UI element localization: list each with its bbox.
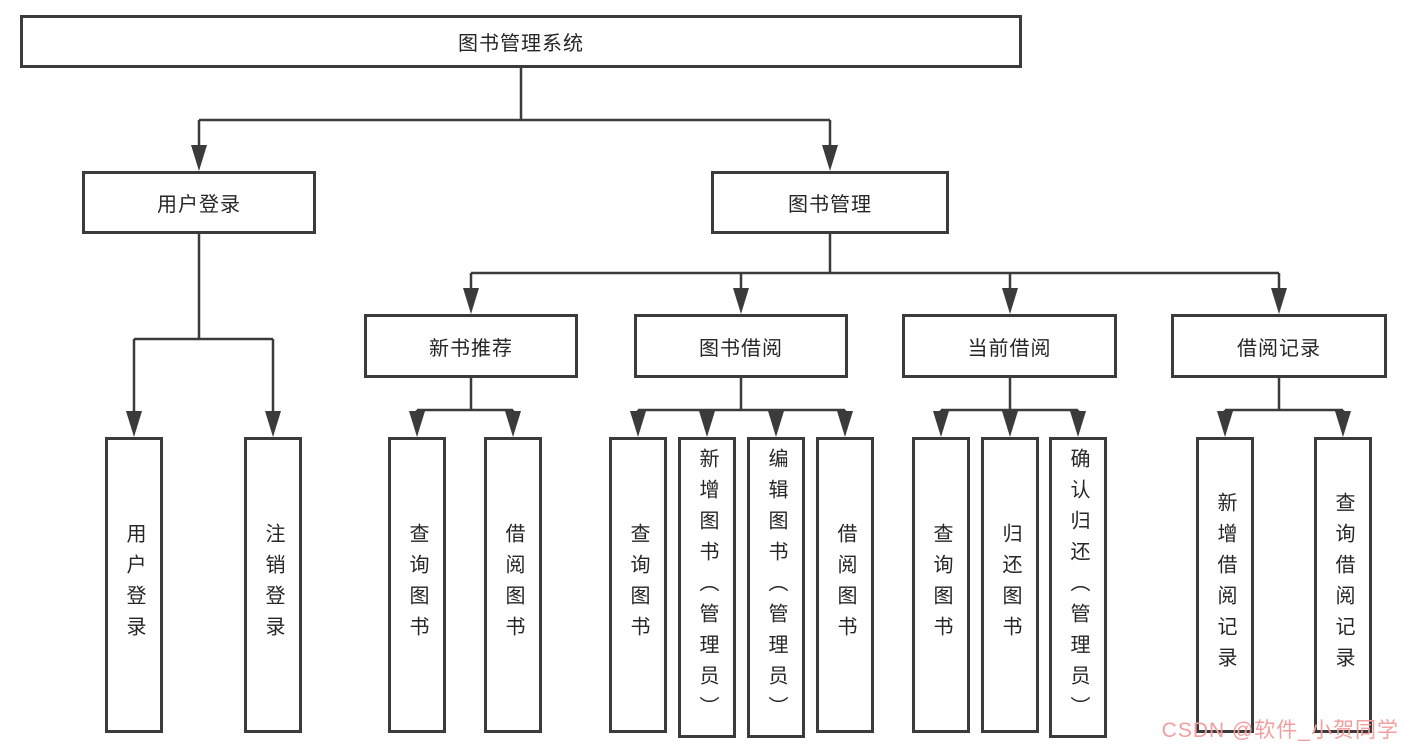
leaf-return-books: 归还图书 [981, 437, 1039, 733]
leaf-logout: 注销登录 [244, 437, 302, 733]
node-label: 新增借阅记录 [1214, 492, 1236, 678]
node-label: 确认归还（管理员） [1067, 448, 1089, 727]
leaf-query-books-borrow: 查询图书 [609, 437, 667, 733]
leaf-query-books-current: 查询图书 [912, 437, 970, 733]
node-label: 借阅记录 [1237, 337, 1321, 360]
node-label: 查询图书 [627, 523, 649, 647]
node-book-management: 图书管理 [711, 171, 949, 234]
node-label: 查询图书 [930, 523, 952, 647]
leaf-confirm-return-admin: 确认归还（管理员） [1049, 437, 1107, 738]
node-label: 新增图书（管理员） [696, 448, 718, 727]
node-label: 用户登录 [123, 523, 145, 647]
node-label: 注销登录 [262, 523, 284, 647]
leaf-user-login: 用户登录 [105, 437, 163, 733]
node-book-borrow: 图书借阅 [634, 314, 848, 378]
node-label: 图书借阅 [699, 337, 783, 360]
leaf-add-books-admin: 新增图书（管理员） [678, 437, 736, 738]
leaf-query-books-recommend: 查询图书 [388, 437, 446, 733]
node-label: 当前借阅 [967, 337, 1052, 360]
node-label: 新书推荐 [429, 337, 513, 360]
node-label: 图书管理系统 [458, 33, 584, 55]
node-user-login: 用户登录 [82, 171, 316, 234]
node-library-management-system: 图书管理系统 [20, 15, 1022, 68]
node-label: 归还图书 [999, 523, 1021, 647]
leaf-add-borrow-record: 新增借阅记录 [1196, 437, 1254, 733]
arrowheads [126, 145, 1351, 437]
leaf-query-borrow-record: 查询借阅记录 [1314, 437, 1372, 733]
leaf-borrow-books-recommend: 借阅图书 [484, 437, 542, 733]
node-label: 借阅图书 [834, 523, 856, 647]
node-label: 图书管理 [788, 194, 872, 216]
node-label: 编辑图书（管理员） [765, 448, 787, 727]
node-label: 查询借阅记录 [1332, 492, 1354, 678]
node-label: 查询图书 [406, 523, 428, 647]
node-label: 用户登录 [157, 194, 241, 216]
node-borrow-record: 借阅记录 [1171, 314, 1387, 378]
node-current-borrow: 当前借阅 [902, 314, 1117, 378]
node-label: 借阅图书 [502, 523, 524, 647]
csdn-watermark: CSDN @软件_小贺同学 [1161, 719, 1399, 742]
leaf-edit-books-admin: 编辑图书（管理员） [747, 437, 805, 738]
leaf-borrow-books: 借阅图书 [816, 437, 874, 733]
node-new-book-recommend: 新书推荐 [364, 314, 578, 378]
